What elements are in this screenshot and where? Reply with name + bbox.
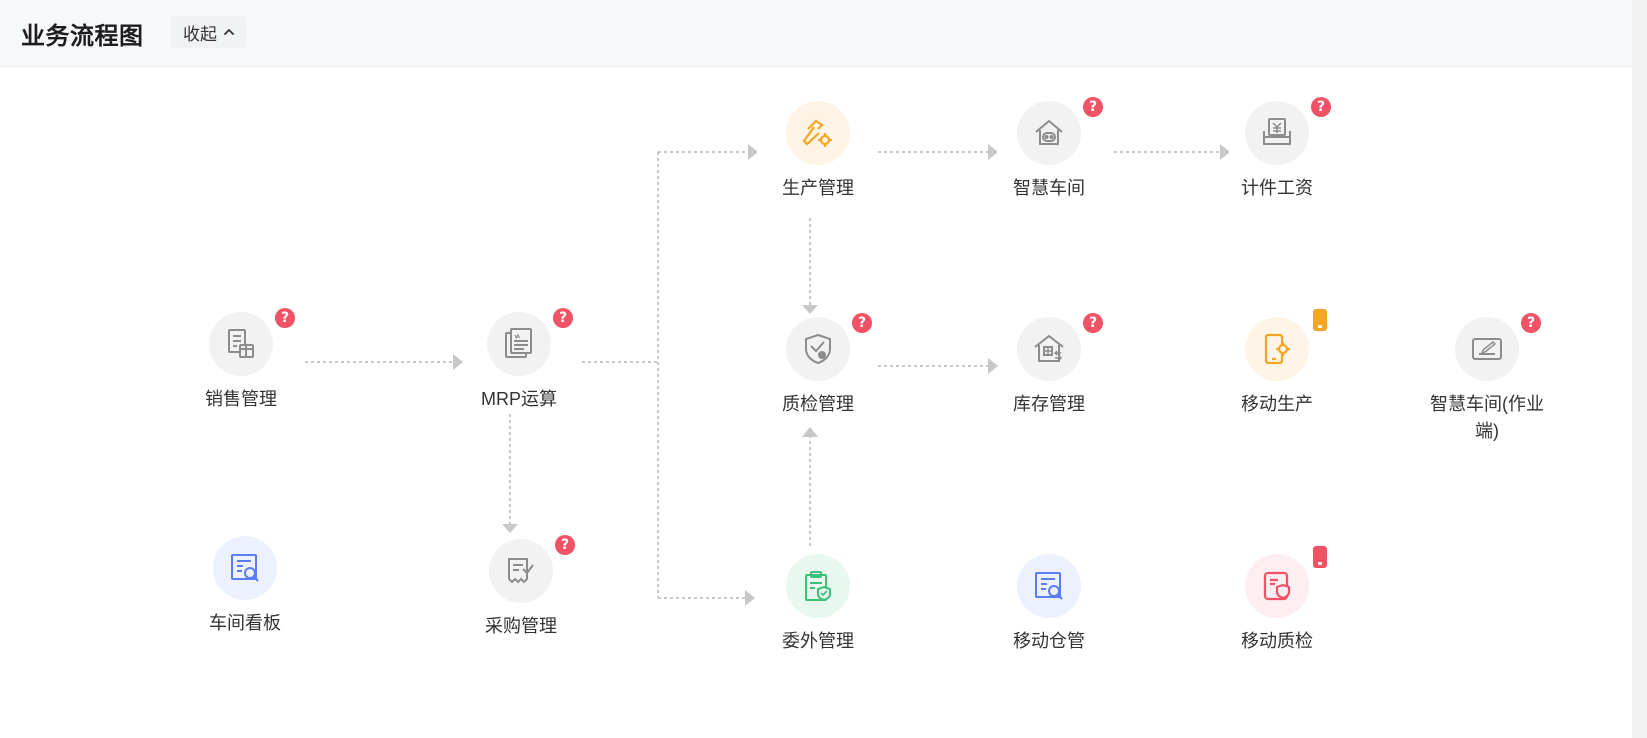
node-workshop-board-label: 车间看板 [209,613,281,633]
node-mobile-quality[interactable]: 移动质检 [1192,546,1362,655]
node-smart-workshop-circle: ? [1017,97,1103,165]
robot-house-icon [1035,119,1063,145]
node-outsource[interactable]: 委外管理 [733,554,903,655]
node-mrp[interactable]: ? MRP运算 [434,308,604,413]
node-inventory[interactable]: ? 库存管理 [964,313,1134,418]
node-inventory-circle: ? [1017,313,1103,381]
scrollbar-track[interactable] [1632,0,1647,738]
node-quality[interactable]: ? 质检管理 [733,313,903,418]
node-smart-workshop-label: 智慧车间 [1013,178,1085,198]
shield-check-icon [805,333,831,365]
phone-gear-icon [1264,333,1290,365]
node-mrp-label: MRP运算 [481,389,557,409]
page-header: 业务流程图 收起 [0,0,1632,67]
node-production-label: 生产管理 [782,178,854,198]
wage-box-icon [1263,118,1291,145]
doc-search-icon [1035,572,1063,600]
sales-order-icon [228,329,254,358]
purchase-receipt-icon [508,558,534,584]
clipboard-shield-icon [805,571,831,602]
help-badge-icon[interactable]: ? [1083,97,1103,117]
node-sales-label: 销售管理 [205,389,277,409]
help-badge-icon[interactable]: ? [1311,97,1331,117]
mrp-document-icon [505,328,532,358]
node-mrp-circle: ? [487,308,573,376]
help-badge-icon[interactable]: ? [852,313,872,333]
hammer-gear-icon [802,119,832,147]
node-mobile-quality-label: 移动质检 [1241,631,1313,651]
help-badge-icon[interactable]: ? [275,308,295,328]
collapse-button-label: 收起 [183,24,217,44]
help-badge-icon[interactable]: ? [553,308,573,328]
node-smart-workshop[interactable]: ? 智慧车间 [964,97,1134,202]
page-title: 业务流程图 [21,23,144,50]
collapse-button[interactable]: 收起 [171,16,247,48]
node-smart-workshop-op-label: 智慧车间(作业端) [1430,394,1544,441]
node-outsource-circle [786,554,850,618]
help-badge-icon[interactable]: ? [555,535,575,555]
help-badge-icon[interactable]: ? [1521,313,1541,333]
mobile-badge-icon [1313,309,1327,331]
mobile-badge-icon [1313,546,1327,568]
node-mobile-production[interactable]: 移动生产 [1192,309,1362,418]
phone-shield-icon [1263,571,1291,601]
node-workshop-board[interactable]: 车间看板 [160,536,330,637]
node-production-circle [786,101,850,165]
help-badge-icon[interactable]: ? [1083,313,1103,333]
node-smart-workshop-op[interactable]: ? 智慧车间(作业端) [1402,313,1572,445]
chevron-up-icon [224,29,234,35]
node-mobile-warehouse-label: 移动仓管 [1013,631,1085,651]
node-workshop-board-circle [213,536,277,600]
node-piece-wage-circle: ? [1245,97,1331,165]
node-mobile-quality-circle [1245,546,1327,618]
node-piece-wage[interactable]: ? 计件工资 [1192,97,1362,202]
node-smart-workshop-op-circle: ? [1455,313,1541,381]
arrow-mrp-purchase [502,524,518,533]
node-mobile-production-label: 移动生产 [1241,394,1313,414]
node-inventory-label: 库存管理 [1013,394,1085,414]
node-mobile-production-circle [1245,309,1327,381]
board-search-icon [231,554,259,582]
node-mobile-warehouse-circle [1017,554,1081,618]
node-piece-wage-label: 计件工资 [1241,178,1313,198]
node-sales[interactable]: ? 销售管理 [156,308,326,413]
node-quality-label: 质检管理 [782,394,854,414]
node-quality-circle: ? [786,313,872,381]
node-production[interactable]: 生产管理 [733,101,903,202]
node-sales-circle: ? [209,308,295,376]
tablet-pen-icon [1472,338,1502,360]
node-purchase[interactable]: ? 采购管理 [436,535,606,640]
node-mobile-warehouse[interactable]: 移动仓管 [964,554,1134,655]
node-purchase-label: 采购管理 [485,616,557,636]
arrow-outsource-quality [802,427,818,437]
node-purchase-circle: ? [489,535,575,603]
warehouse-icon [1034,334,1064,362]
node-outsource-label: 委外管理 [782,631,854,651]
arrow-production-quality [802,305,818,314]
